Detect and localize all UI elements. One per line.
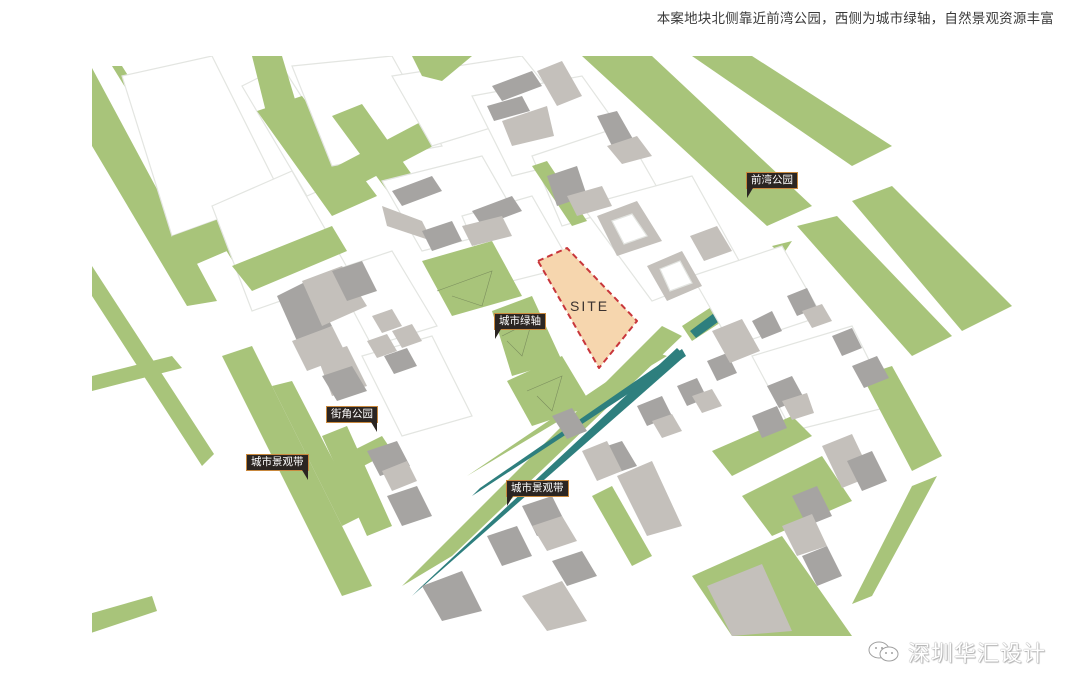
label-text: 城市景观带 [251,456,304,468]
pointer-icon [507,496,513,506]
watermark-text: 深圳华汇设计 [907,642,1046,667]
site-map: .g { fill: #a8c47a; } .blk { fill: #ffff… [92,56,1042,636]
map-canvas: .g { fill: #a8c47a; } .blk { fill: #ffff… [92,56,1042,636]
label-text: 城市绿轴 [499,315,541,327]
label-text: 城市景观带 [511,482,564,494]
label-city-landscape-belt-west: 城市景观带 [246,454,309,480]
page-caption: 本案地块北侧靠近前湾公园，西侧为城市绿轴，自然景观资源丰富 [656,11,1054,27]
pointer-icon [371,422,377,432]
label-qianwan-park: 前湾公园 [746,172,798,198]
label-corner-park: 街角公园 [326,406,378,432]
label-city-landscape-belt-south: 城市景观带 [506,480,569,506]
pointer-icon [301,470,308,480]
site-label: SITE [570,298,610,314]
watermark: 深圳华汇设计 [868,636,1046,668]
label-city-green-axis: 城市绿轴 [494,313,546,339]
buildings [277,61,889,636]
wechat-icon [868,640,900,664]
site-parcel[interactable] [537,247,638,369]
pointer-icon [495,329,501,339]
label-text: 街角公园 [331,408,373,420]
label-text: 前湾公园 [751,174,793,186]
pointer-icon [747,188,753,198]
